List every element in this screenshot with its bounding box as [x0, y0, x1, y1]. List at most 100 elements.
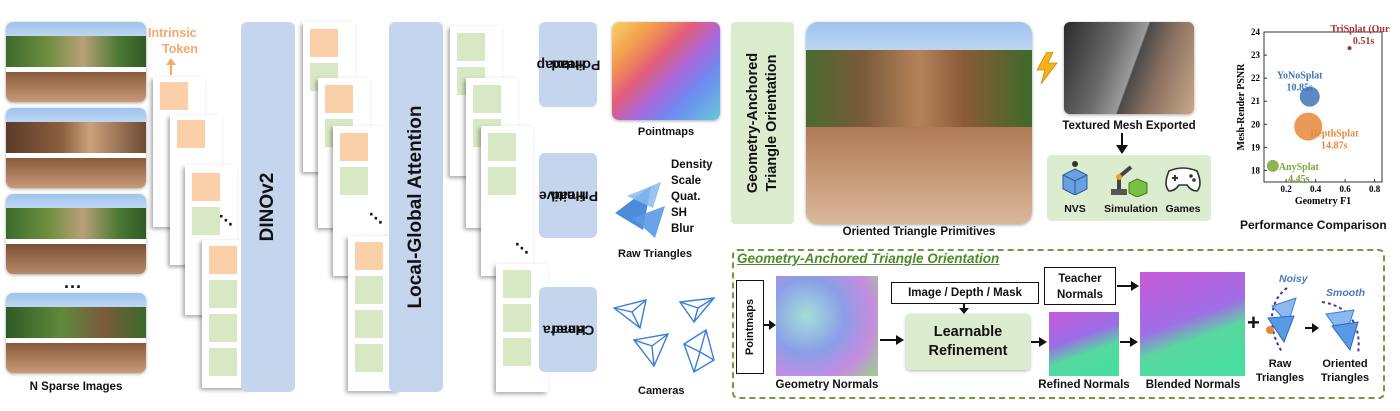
textured-mesh-image	[1064, 22, 1194, 114]
dinov2-label: DINOv2	[257, 172, 278, 242]
arrow-to-geometry-normals	[763, 320, 776, 330]
point-label-time: 0.51s	[1353, 36, 1375, 47]
plus-sign: +	[1247, 310, 1260, 335]
data-point-trisplat	[1347, 46, 1352, 51]
gato-module-title: Geometry-Anchored Triangle Orientation	[737, 251, 1000, 266]
local-global-attention-block: Local-Global Attention	[389, 22, 443, 392]
intrinsic-token-label-2: Token	[162, 42, 198, 56]
pointmaps-image	[612, 22, 720, 120]
pointmaps-caption: Pointmaps	[637, 126, 695, 138]
plot-frame	[1263, 31, 1383, 183]
data-point-anysplat	[1266, 159, 1279, 172]
input-caption: N Sparse Images	[29, 381, 123, 393]
app-nvs: NVS	[1064, 203, 1086, 215]
point-label-time: 10.85s	[1287, 83, 1314, 94]
attr-sh: SH	[671, 207, 687, 219]
input-image-3	[6, 194, 146, 274]
intrinsic-token-label-1: Intrinsic	[148, 26, 197, 40]
raw-triangles-detail	[1266, 287, 1297, 353]
x-tick-label: 0.8	[1369, 184, 1381, 194]
primitive-attributes: Density Scale Quat. SH Blur	[671, 157, 713, 237]
module-pointmaps-box: Pointmaps	[736, 280, 764, 374]
data-point-yonosplat	[1299, 86, 1320, 107]
raw-line1: Raw	[1268, 358, 1292, 370]
input-image-2	[6, 108, 146, 188]
applications-box: NVS Simulation Games	[1047, 155, 1211, 221]
refine-arrow	[1305, 323, 1319, 333]
arrow-to-blended	[1120, 337, 1138, 347]
teacher-normals-box: Teacher Normals	[1044, 267, 1116, 305]
raw-triangles-caption: Raw Triangles	[618, 248, 692, 260]
y-axis-label: Mesh-Render PSNR	[1236, 63, 1247, 151]
camera-head-line2: Head	[550, 322, 586, 338]
app-simulation: Simulation	[1104, 203, 1158, 215]
oriented-line2: Triangles	[1320, 372, 1370, 384]
module-pointmaps-label: Pointmaps	[744, 298, 756, 356]
games-icon	[1165, 167, 1201, 192]
stack-ellipsis-2: ⋱	[369, 210, 384, 226]
perf-caption: Performance Comparison	[1240, 218, 1387, 232]
noisy-label: Noisy	[1279, 273, 1308, 285]
smooth-label: Smooth	[1326, 287, 1366, 299]
cameras-caption: Cameras	[638, 385, 685, 397]
attr-scale: Scale	[671, 175, 702, 187]
y-tick-label: 21	[1251, 96, 1261, 106]
oriented-triangle-render	[806, 22, 1032, 224]
stack-ellipsis-1: ⋱	[219, 212, 234, 228]
teacher-line2: Normals	[1056, 289, 1104, 301]
y-tick-label: 23	[1251, 50, 1261, 60]
raw-triangles-icon	[615, 182, 665, 238]
app-games: Games	[1165, 203, 1201, 215]
y-tick-label: 22	[1251, 73, 1261, 83]
refined-normals-caption: Refined Normals	[1038, 379, 1130, 391]
conditions-label: Image / Depth / Mask	[908, 287, 1022, 299]
point-label-time: 14.87s	[1321, 141, 1348, 152]
gato-block-line1: Geometry-Anchored	[744, 52, 761, 194]
local-global-attention-label: Local-Global Attention	[405, 105, 426, 309]
point-label-name: TriSplat (Ours)	[1330, 24, 1390, 35]
y-tick-label: 18	[1251, 165, 1261, 175]
cameras-icon	[612, 297, 716, 374]
point-label-name: AnySplat	[1279, 162, 1320, 173]
x-tick-label: 0.4	[1310, 184, 1322, 194]
refinement-line1: Learnable	[933, 324, 1003, 340]
x-tick-label: 0.2	[1281, 184, 1293, 194]
mesh-down-arrow	[1116, 133, 1128, 154]
refinement-line2: Refinement	[928, 343, 1008, 359]
mesh-caption: Textured Mesh Exported	[1062, 120, 1196, 132]
simulation-icon	[1111, 165, 1148, 197]
y-tick-label: 20	[1251, 119, 1261, 129]
pointmap-head-line2: Head	[550, 57, 586, 73]
render-caption: Oriented Triangle Primitives	[842, 226, 996, 238]
input-image-1	[6, 22, 146, 102]
raw-triangles-module-caption: Raw Triangles	[1255, 357, 1305, 385]
conditions-down-arrow	[959, 303, 969, 314]
learnable-refinement-block: Learnable Refinement	[906, 314, 1030, 370]
point-label-time: 4.45s	[1288, 174, 1310, 185]
attr-blur: Blur	[671, 223, 694, 235]
oriented-triangles-detail	[1321, 301, 1360, 355]
oriented-triangles-module-caption: Oriented Triangles	[1313, 357, 1377, 385]
attr-density: Density	[671, 159, 713, 171]
y-tick-label: 19	[1251, 142, 1261, 152]
conditions-box: Image / Depth / Mask	[891, 282, 1039, 304]
y-tick-label: 24	[1251, 27, 1261, 37]
blended-normals-caption: Blended Normals	[1145, 379, 1241, 391]
input-ellipsis: ...	[64, 272, 83, 292]
gato-module-frame	[732, 249, 1385, 399]
x-axis-label: Geometry F1	[1295, 196, 1351, 207]
point-label-name: DepthSplat	[1310, 129, 1359, 140]
blended-normals-image	[1140, 272, 1245, 376]
teacher-arrow	[1117, 281, 1139, 291]
nvs-icon	[1062, 161, 1088, 195]
lightning-icon	[1036, 52, 1058, 84]
refined-normals-image	[1049, 312, 1119, 376]
point-label-name: YoNoSplat	[1277, 71, 1323, 82]
teacher-line1: Teacher	[1058, 273, 1102, 285]
token-up-arrow	[166, 58, 176, 75]
x-tick-label: 0.6	[1340, 184, 1352, 194]
